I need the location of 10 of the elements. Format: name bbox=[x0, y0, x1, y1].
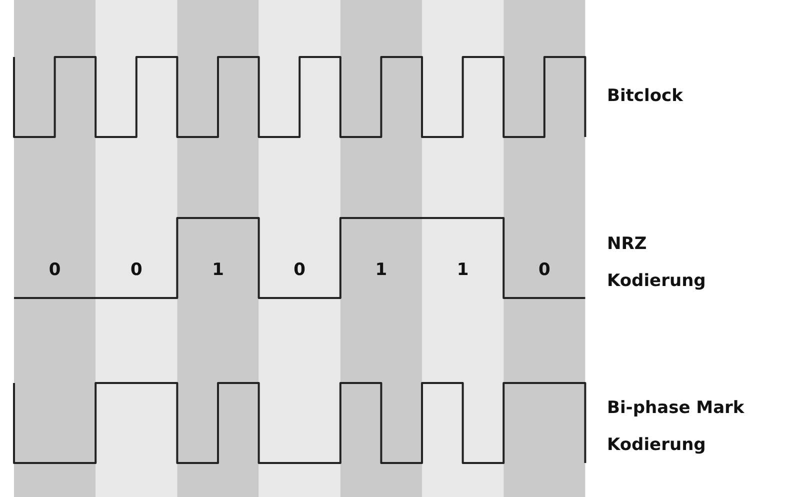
signal-name: Bitclock bbox=[607, 85, 684, 108]
bit-value: 1 bbox=[374, 259, 388, 281]
bit-value: 0 bbox=[537, 259, 552, 281]
bit-value: 1 bbox=[211, 259, 225, 281]
signal-name: Bi-phase Mark Kodierung bbox=[607, 397, 746, 457]
bit-value: 0 bbox=[292, 259, 307, 281]
signal-name: NRZ Kodierung bbox=[607, 233, 707, 293]
bit-value: 1 bbox=[456, 259, 470, 281]
bit-value: 0 bbox=[48, 259, 62, 281]
bit-value: 0 bbox=[129, 259, 144, 281]
